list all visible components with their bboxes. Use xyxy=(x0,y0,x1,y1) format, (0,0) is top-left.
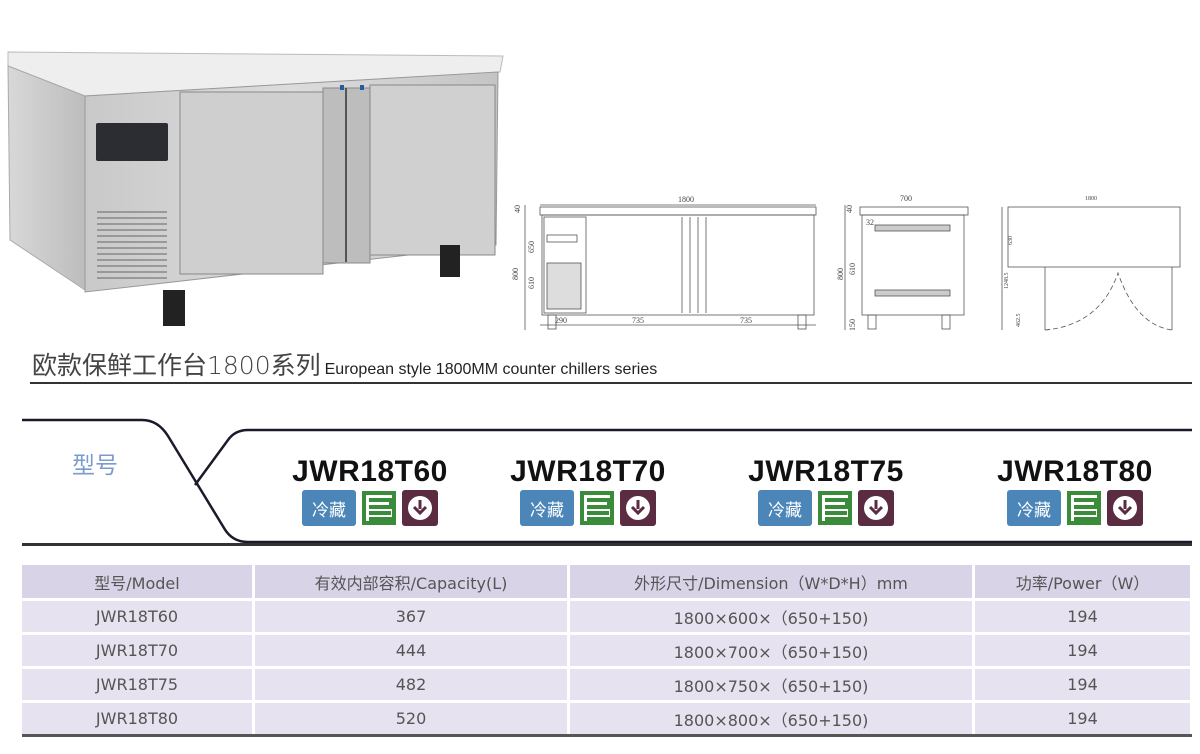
cell-dimension: 1800×600×（650+150) xyxy=(570,601,975,632)
divider xyxy=(30,382,1192,384)
model-card: JWR18T70 冷藏 xyxy=(483,455,693,526)
plug-icon xyxy=(402,490,438,526)
refrigeration-badge: 冷藏 xyxy=(1007,490,1061,526)
dim-side-small: 32 xyxy=(866,218,874,227)
product-photo xyxy=(7,51,504,326)
divider xyxy=(22,543,1192,546)
dim-side-height-total: 800 xyxy=(836,268,845,280)
cell-dimension: 1800×700×（650+150) xyxy=(570,635,975,666)
header-cell: 有效内部容积/Capacity(L) xyxy=(255,565,570,598)
plug-icon xyxy=(1107,490,1143,526)
dim-top-width: 1800 xyxy=(1085,196,1097,202)
cell-power: 194 xyxy=(975,703,1190,734)
refrigeration-badge: 冷藏 xyxy=(520,490,574,526)
leg xyxy=(163,290,185,326)
cell-capacity: 444 xyxy=(255,635,570,666)
refrigeration-badge: 冷藏 xyxy=(302,490,356,526)
plug-icon xyxy=(620,490,656,526)
table-row: JWR18T60 367 1800×600×（650+150) 194 xyxy=(22,601,1190,632)
dim-side-top: 40 xyxy=(845,205,854,213)
model-name: JWR18T75 xyxy=(748,455,904,488)
plug-icon xyxy=(858,490,894,526)
cell-capacity: 482 xyxy=(255,669,570,700)
table-row: JWR18T70 444 1800×700×（650+150) 194 xyxy=(22,635,1190,666)
dim-front-height-inner: 610 xyxy=(527,277,536,289)
right-door xyxy=(369,84,496,256)
model-card: JWR18T60 冷藏 xyxy=(265,455,475,526)
dim-front-width: 1800 xyxy=(678,195,694,204)
dim-front-seg3: 735 xyxy=(740,316,752,325)
cell-power: 194 xyxy=(975,601,1190,632)
model-name: JWR18T70 xyxy=(510,455,666,488)
model-name: JWR18T60 xyxy=(292,455,448,488)
table-row: JWR18T75 482 1800×750×（650+150) 194 xyxy=(22,669,1190,700)
leg xyxy=(440,245,460,277)
cell-model: JWR18T75 xyxy=(22,669,255,700)
dim-front-height-total: 800 xyxy=(511,268,520,280)
dim-top-d2: 1248.5 xyxy=(1004,273,1010,290)
model-label: 型号 xyxy=(72,453,118,479)
cell-model: JWR18T60 xyxy=(22,601,255,632)
control-display xyxy=(96,123,168,161)
cell-capacity: 520 xyxy=(255,703,570,734)
dim-side-legs: 150 xyxy=(848,319,857,331)
header-cell: 型号/Model xyxy=(22,565,255,598)
model-card: JWR18T80 冷藏 xyxy=(970,455,1180,526)
dim-front-seg1: 290 xyxy=(555,316,567,325)
cell-capacity: 367 xyxy=(255,601,570,632)
model-header-frame xyxy=(22,418,1192,544)
dim-front-seg2: 735 xyxy=(632,316,644,325)
header-cell: 外形尺寸/Dimension（W*D*H）mm xyxy=(570,565,975,598)
coil-icon xyxy=(1066,490,1102,526)
spec-table: 型号/Model 有效内部容积/Capacity(L) 外形尺寸/Dimensi… xyxy=(22,562,1190,737)
cell-model: JWR18T70 xyxy=(22,635,255,666)
cell-power: 194 xyxy=(975,635,1190,666)
cell-power: 194 xyxy=(975,669,1190,700)
model-card: JWR18T75 冷藏 xyxy=(721,455,931,526)
cell-dimension: 1800×750×（650+150) xyxy=(570,669,975,700)
left-door xyxy=(179,91,324,275)
model-name: JWR18T80 xyxy=(997,455,1153,488)
table-row: JWR18T80 520 1800×800×（650+150) 194 xyxy=(22,703,1190,734)
title-zh: 欧款保鲜工作台1800系列 xyxy=(32,351,321,380)
dim-top-d1: 630 xyxy=(1008,236,1014,245)
dim-front-top: 40 xyxy=(513,205,522,213)
title-en: European style 1800MM counter chillers s… xyxy=(324,361,658,378)
coil-icon xyxy=(361,490,397,526)
technical-drawings: 1800 290 735 735 40 800 650 610 700 40 8… xyxy=(511,194,1181,331)
header-cell: 功率/Power（W） xyxy=(975,565,1190,598)
dim-front-height-body: 650 xyxy=(527,241,536,253)
cell-model: JWR18T80 xyxy=(22,703,255,734)
dim-side-height-inner: 610 xyxy=(848,263,857,275)
refrigeration-badge: 冷藏 xyxy=(758,490,812,526)
cell-dimension: 1800×800×（650+150) xyxy=(570,703,975,734)
dim-top-d3: 462.5 xyxy=(1016,314,1022,328)
divider xyxy=(22,734,1192,737)
table-header-row: 型号/Model 有效内部容积/Capacity(L) 外形尺寸/Dimensi… xyxy=(22,565,1190,598)
coil-icon xyxy=(817,490,853,526)
coil-icon xyxy=(579,490,615,526)
dim-side-depth: 700 xyxy=(900,194,912,203)
